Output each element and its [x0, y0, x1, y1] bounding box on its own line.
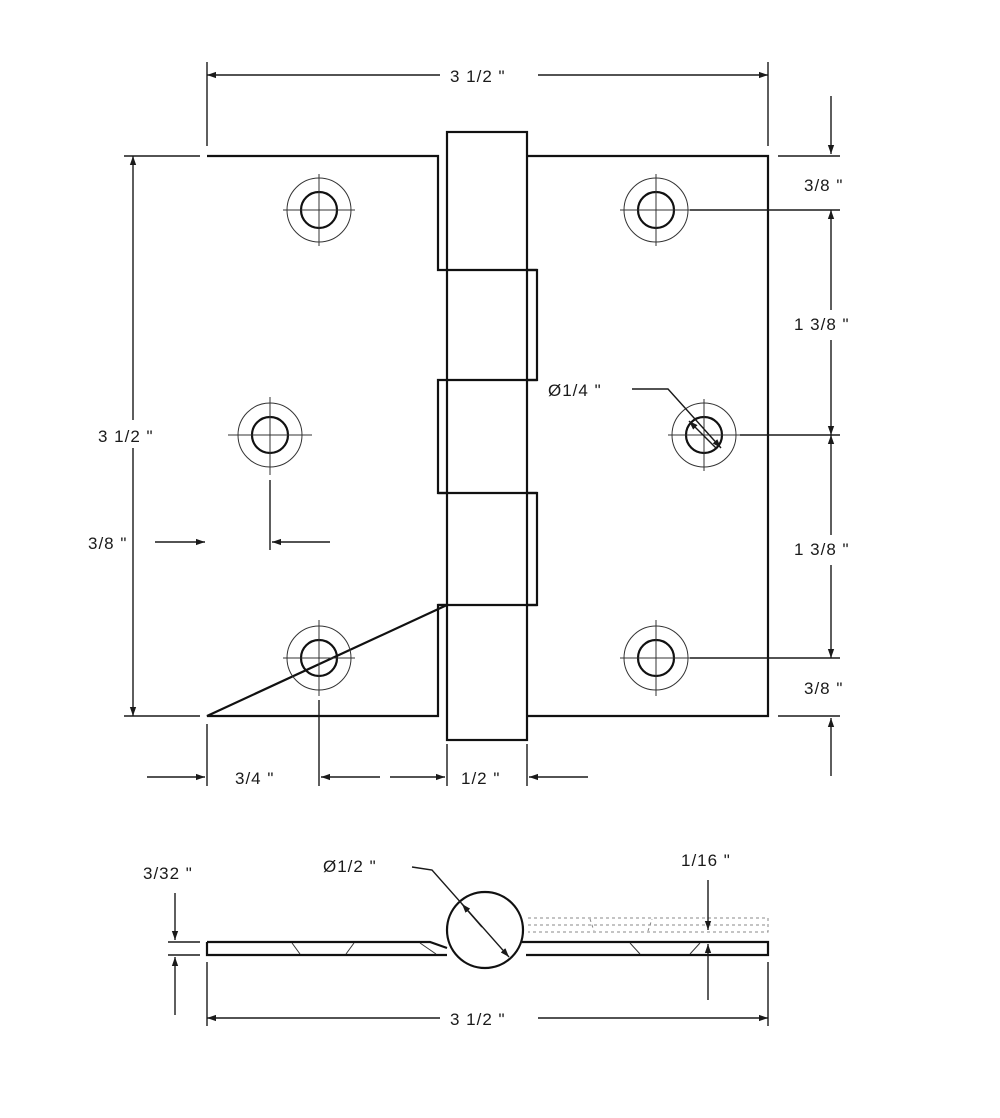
side-margin-label: 3/8 " [88, 534, 127, 553]
screw-hole [228, 397, 312, 475]
knuckle-segments [438, 268, 537, 607]
screw-hole [620, 620, 692, 696]
hole-spacing-lower-label: 1 3/8 " [794, 540, 850, 559]
left-leaf [206, 154, 448, 718]
dim-thickness: 3/32 " [143, 864, 200, 1015]
dim-hole-diameter: Ø1/4 " [548, 381, 722, 450]
hole-diameter-label: Ø1/4 " [548, 381, 602, 400]
screw-holes [228, 174, 740, 696]
right-leaf [527, 154, 770, 718]
screw-hole [620, 174, 692, 246]
knuckle-barrel [445, 130, 529, 742]
hole-spacing-upper-label: 1 3/8 " [794, 315, 850, 334]
dim-side-overall-width: 3 1/2 " [206, 962, 769, 1029]
dim-overall-width: 3 1/2 " [206, 62, 769, 146]
bottom-margin-label: 3/8 " [804, 679, 843, 698]
screw-hole [283, 174, 355, 246]
thickness-label: 3/32 " [143, 864, 193, 883]
side-folded-leaf [528, 917, 769, 933]
dim-gap: 1/16 " [681, 851, 731, 1000]
overall-height-label: 3 1/2 " [98, 427, 154, 446]
side-view: Ø1/2 " 3/32 " 1/16 " 3 1/2 " [143, 851, 770, 1029]
gap-label: 1/16 " [681, 851, 731, 870]
side-right-leaf [522, 940, 770, 957]
front-view: 3 1/2 " 3 1/2 " 3/8 " [88, 62, 872, 788]
knuckle-width-label: 1/2 " [461, 769, 500, 788]
leaf-offset-label: 3/4 " [235, 769, 274, 788]
dim-side-margin: 3/8 " [88, 480, 330, 553]
dim-right-chain: 3/8 " 1 3/8 " 1 3/8 " 3/8 " [690, 96, 872, 776]
dim-bottom-chain: 3/4 " 1/2 " [147, 700, 588, 788]
screw-hole [668, 399, 740, 471]
side-overall-width-label: 3 1/2 " [450, 1010, 506, 1029]
pin-circle [445, 890, 525, 970]
top-margin-label: 3/8 " [804, 176, 843, 195]
overall-width-label: 3 1/2 " [450, 67, 506, 86]
pin-diameter-label: Ø1/2 " [323, 857, 377, 876]
screw-hole [283, 620, 355, 696]
dim-overall-height: 3 1/2 " [92, 155, 200, 717]
side-left-leaf [205, 940, 448, 957]
